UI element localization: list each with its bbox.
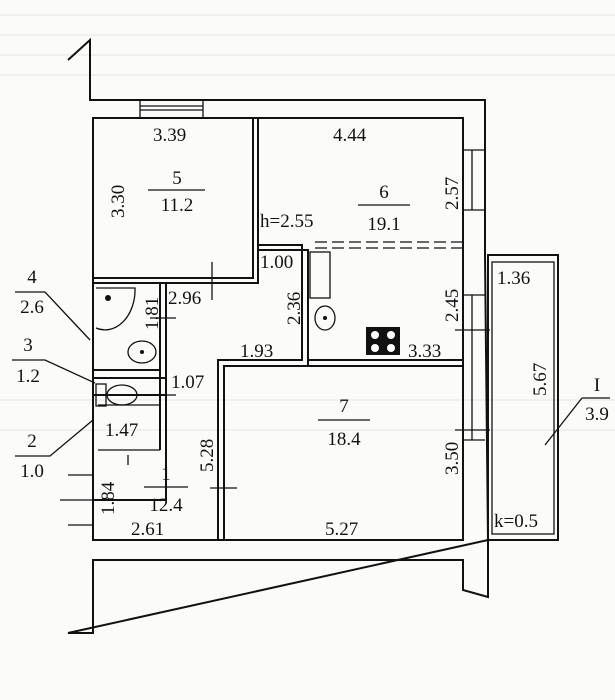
room-1-label: 1 12.4 [144, 464, 188, 516]
dim-1-93: 1.93 [240, 341, 273, 362]
balcony [487, 254, 610, 541]
dim-1-47: 1.47 [105, 420, 138, 441]
dim-3-30: 3.30 [108, 185, 129, 218]
room-2-label: 2 1.0 [20, 431, 44, 482]
room-number: 7 [339, 396, 349, 417]
room-6-label: 6 19.1 [358, 182, 410, 235]
room-number: I [594, 375, 600, 396]
window-left [60, 474, 93, 526]
dim-5-28: 5.28 [197, 439, 218, 472]
room-5-label: 5 11.2 [148, 168, 205, 216]
room-area: 2.6 [20, 297, 44, 318]
room-area: 18.4 [327, 429, 361, 450]
dim-3-33: 3.33 [408, 341, 441, 362]
room-number: 5 [172, 168, 182, 189]
dim-3-39: 3.39 [153, 125, 186, 146]
room-number: 3 [23, 335, 33, 356]
dim-2-96: 2.96 [168, 288, 201, 309]
room-number: 2 [27, 431, 37, 452]
dimension-ticks [127, 262, 490, 489]
room-area: 1.0 [20, 461, 44, 482]
room-number: 1 [161, 464, 171, 485]
room-number: 6 [379, 182, 389, 203]
exterior-walls [67, 37, 489, 634]
background-grid [0, 14, 615, 431]
dimension-labels: 3.39 4.44 3.30 2.57 h=2.55 1.00 2.96 1.8… [98, 125, 551, 540]
dim-1-36: 1.36 [497, 268, 530, 289]
window-right [463, 149, 485, 441]
room-4-label: 4 2.6 [20, 267, 44, 318]
dim-5-27: 5.27 [325, 519, 358, 540]
dim-1-84: 1.84 [98, 481, 119, 515]
dim-1-81: 1.81 [142, 297, 163, 330]
dim-2-57: 2.57 [442, 177, 463, 210]
kitchen-sink-icon [314, 305, 336, 331]
room-number: 4 [27, 267, 37, 288]
ventilation-shaft [309, 251, 331, 299]
dim-5-67: 5.67 [530, 363, 551, 396]
balcony-coefficient: k=0.5 [494, 511, 538, 532]
toilet-icon [95, 383, 138, 407]
dim-2-36: 2.36 [284, 292, 305, 325]
interior-walls [93, 118, 463, 540]
room-area: 12.4 [149, 495, 183, 516]
sink-icon [127, 340, 157, 364]
room-3-label: 3 1.2 [16, 335, 40, 387]
shower-icon [95, 287, 136, 331]
stove-icon [366, 327, 400, 355]
dim-2-45: 2.45 [442, 289, 463, 322]
dim-1-00: 1.00 [260, 252, 293, 273]
room-7-label: 7 18.4 [318, 396, 370, 450]
room-area: 11.2 [161, 195, 194, 216]
dim-4-44: 4.44 [333, 125, 367, 146]
ceiling-height: h=2.55 [260, 211, 313, 232]
leader-lines [12, 291, 96, 457]
window-top [139, 99, 204, 119]
room-area: 1.2 [16, 366, 40, 387]
room-area: 19.1 [367, 214, 400, 235]
balcony-label: I 3.9 [585, 375, 609, 425]
room-area: 3.9 [585, 404, 609, 425]
dim-1-07: 1.07 [171, 372, 204, 393]
dim-3-50: 3.50 [442, 442, 463, 475]
dim-2-61: 2.61 [131, 519, 164, 540]
